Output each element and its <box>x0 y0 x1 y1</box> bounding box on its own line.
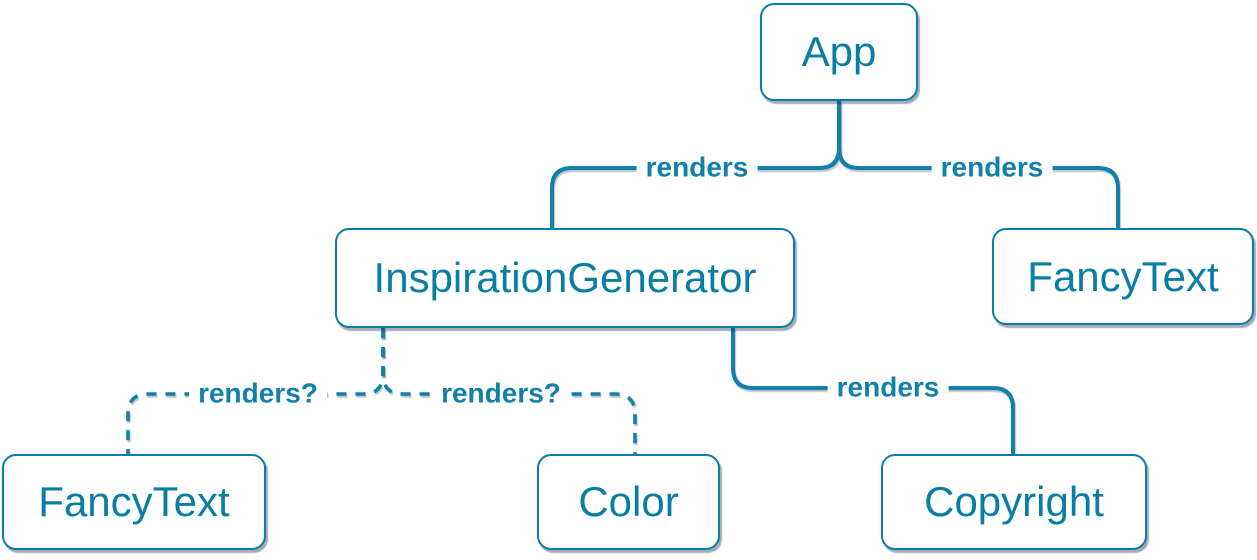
node-label: FancyText <box>38 478 230 525</box>
node-label: Color <box>578 478 679 525</box>
node-copyright: Copyright <box>881 454 1147 550</box>
node-inspiration-generator: InspirationGenerator <box>335 228 795 328</box>
node-app: App <box>760 3 918 101</box>
edge-label-renders-inspiration-generator: renders <box>636 152 758 184</box>
node-label: App <box>801 28 877 75</box>
node-label: FancyText <box>1027 252 1219 300</box>
node-label: Copyright <box>924 478 1104 525</box>
edge-label-renders-copyright: renders <box>827 372 949 404</box>
edge-label-renders-maybe-color: renders? <box>432 378 570 410</box>
edge-label-renders-maybe-fancy-text: renders? <box>189 378 327 410</box>
node-fancy-text-top: FancyText <box>992 228 1254 325</box>
node-color: Color <box>537 454 720 550</box>
edge-label-renders-fancy-text-top: renders <box>931 152 1053 184</box>
node-fancy-text-bottom: FancyText <box>2 454 266 550</box>
node-label: InspirationGenerator <box>373 254 757 301</box>
